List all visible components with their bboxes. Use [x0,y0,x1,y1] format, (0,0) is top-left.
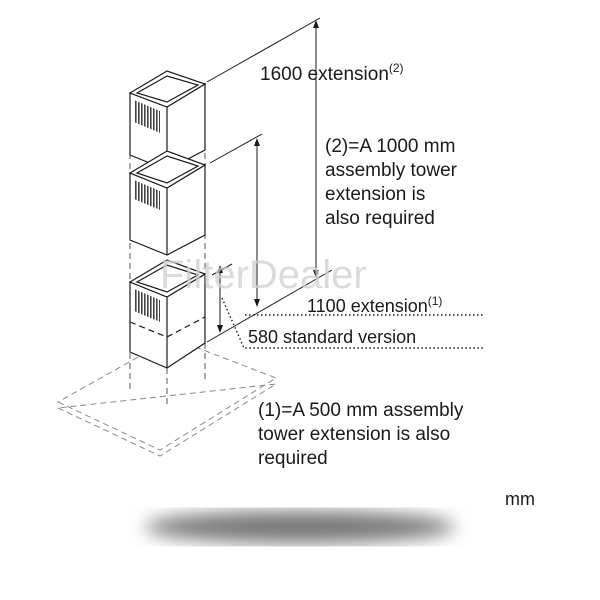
dimension-lines [206,17,333,343]
dimension-arrows [217,20,319,333]
note-2: (2)=A 1000 mm assembly tower extension i… [325,136,458,229]
tower-segment-bottom [128,259,207,369]
floor-shadow [145,511,455,543]
watermark: FilterDealer [160,253,367,297]
tower-segment-middle [128,150,207,256]
svg-text:(2)=A 1000 mm: (2)=A 1000 mm [325,136,455,157]
note-1: (1)=A 500 mm assembly tower extension is… [258,400,464,469]
unit-label: mm [505,489,535,509]
label-580-standard: 580 standard version [248,327,416,347]
ceiling-plate-edge [56,383,277,457]
svg-text:required: required [258,448,328,469]
svg-text:(1)=A 500 mm assembly: (1)=A 500 mm assembly [258,400,464,421]
svg-text:assembly tower: assembly tower [325,160,458,181]
leader-dotted-lines [221,297,485,349]
tower-segment-top [128,70,207,171]
svg-text:also required: also required [325,208,435,229]
label-1600-extension: 1600 extension(2) [260,61,404,85]
svg-text:extension is: extension is [325,184,425,205]
tower-segments [128,70,207,369]
svg-text:tower extension is also: tower extension is also [258,424,450,445]
label-1100-extension: 1100 extension(1) [307,294,442,316]
ceiling-plate-dashed [56,337,278,451]
